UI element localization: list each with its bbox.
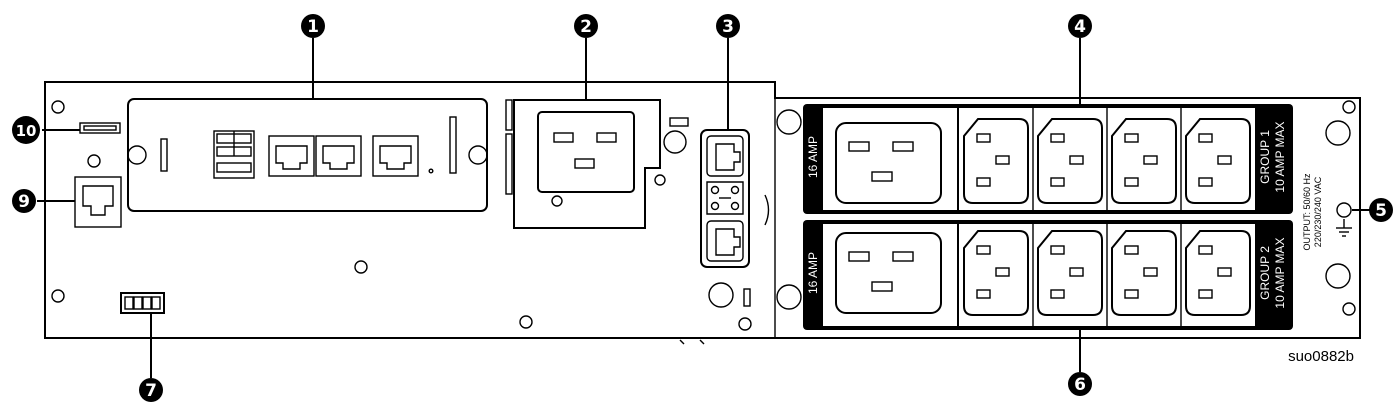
c13-outlet	[1111, 230, 1177, 316]
callout-10: 10	[12, 116, 40, 144]
group-1-limit-label: 10 AMP MAX	[1273, 121, 1287, 192]
group-2-limit-label: 10 AMP MAX	[1273, 237, 1287, 308]
svg-text:1: 1	[307, 17, 319, 37]
callout-7: 7	[139, 378, 163, 402]
c13-outlet	[1037, 118, 1103, 204]
c13-outlet	[1037, 230, 1103, 316]
group-1-name-label: GROUP 1	[1258, 130, 1272, 184]
leader-lines	[37, 38, 1372, 378]
ethernet-port-2	[315, 135, 362, 177]
c13-outlet	[1185, 230, 1251, 316]
usb-port-stack	[213, 130, 255, 179]
callout-4: 4	[1068, 14, 1092, 38]
group-2-name-label: GROUP 2	[1258, 246, 1272, 300]
c13-outlet	[963, 230, 1029, 316]
ethernet-port-1	[268, 135, 315, 177]
c13-outlet	[963, 118, 1029, 204]
callout-9: 9	[12, 189, 36, 213]
callout-3: 3	[716, 14, 740, 38]
svg-text:9: 9	[18, 192, 30, 212]
outlet-panel-group-2: 16 AMP GROUP 2 10 AMP MAX	[803, 220, 1293, 330]
input-circuit-breaker	[700, 129, 751, 308]
svg-text:4: 4	[1074, 17, 1086, 37]
network-management-card-slot	[127, 98, 488, 212]
svg-text:3: 3	[722, 17, 734, 37]
serial-port	[74, 176, 122, 228]
svg-text:2: 2	[580, 17, 592, 37]
callout-5: 5	[1369, 198, 1393, 222]
chassis	[44, 81, 1361, 345]
group-1-high-amp-label: 16 AMP	[806, 136, 820, 178]
c19-outlet	[835, 232, 942, 314]
callout-2: 2	[574, 14, 598, 38]
output-rating-label: OUTPUT: 50/60 Hz 220/230/240 VAC	[1302, 173, 1323, 251]
svg-text:5: 5	[1375, 201, 1387, 221]
svg-text:10: 10	[16, 122, 37, 140]
usb-port	[79, 122, 121, 134]
svg-text:220/230/240 VAC: 220/230/240 VAC	[1313, 176, 1323, 247]
c19-outlet	[835, 122, 942, 204]
ac-input-inlet	[505, 99, 689, 229]
ethernet-port-3	[372, 135, 419, 177]
outlet-panel-group-1: 16 AMP GROUP 1 10 AMP MAX	[803, 104, 1293, 214]
callout-6: 6	[1068, 372, 1092, 396]
external-battery-connector	[120, 292, 165, 314]
mounting-holes	[51, 100, 1356, 331]
ground-screw	[1336, 202, 1352, 237]
figure-code: suo0882b	[1288, 348, 1354, 365]
c13-outlet	[1185, 118, 1251, 204]
svg-text:7: 7	[145, 381, 157, 401]
c13-outlet	[1111, 118, 1177, 204]
callout-1: 1	[301, 14, 325, 38]
group-2-high-amp-label: 16 AMP	[806, 252, 820, 294]
svg-text:6: 6	[1074, 375, 1086, 395]
svg-text:OUTPUT: 50/60 Hz: OUTPUT: 50/60 Hz	[1302, 173, 1312, 251]
